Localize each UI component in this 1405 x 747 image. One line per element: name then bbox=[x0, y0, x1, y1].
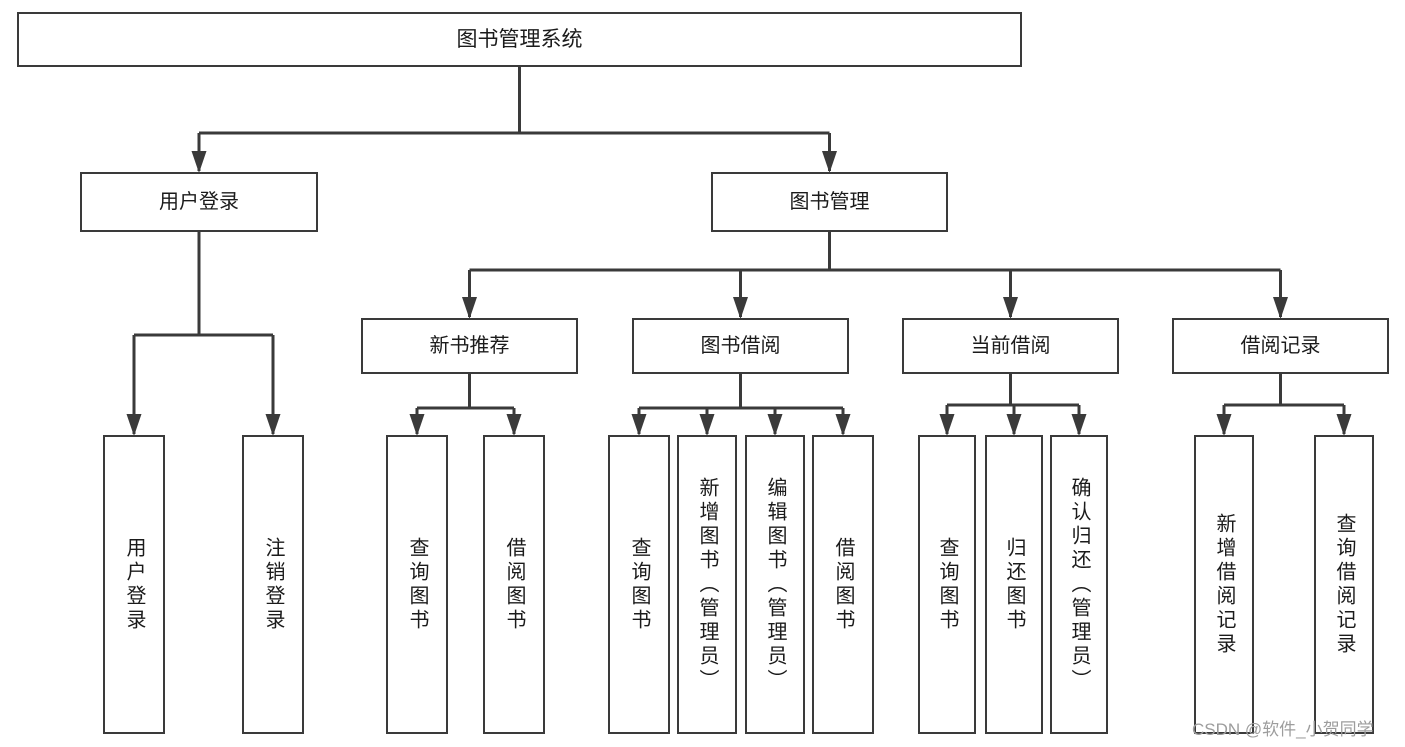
node-b1[interactable]: 查询图书 bbox=[608, 435, 670, 734]
node-newbook[interactable]: 新书推荐 bbox=[361, 318, 578, 374]
node-label-c1: 查询图书 bbox=[936, 536, 958, 633]
node-root[interactable]: 图书管理系统 bbox=[17, 12, 1022, 67]
node-records[interactable]: 借阅记录 bbox=[1172, 318, 1389, 374]
node-label-b3: 编辑图书（管理员） bbox=[764, 476, 786, 693]
node-label-records: 借阅记录 bbox=[1240, 334, 1321, 357]
node-label-c2: 归还图书 bbox=[1003, 536, 1025, 633]
node-c1[interactable]: 查询图书 bbox=[918, 435, 976, 734]
node-label-b2: 新增图书（管理员） bbox=[696, 476, 718, 693]
arrowhead-icon bbox=[126, 414, 142, 436]
node-label-current: 当前借阅 bbox=[970, 334, 1051, 357]
arrowhead-icon bbox=[409, 414, 425, 436]
arrowhead-icon bbox=[822, 151, 837, 173]
arrowhead-icon bbox=[1006, 414, 1022, 436]
node-n1[interactable]: 查询图书 bbox=[386, 435, 448, 734]
node-label-c3: 确认归还（管理员） bbox=[1068, 476, 1090, 693]
node-c2[interactable]: 归还图书 bbox=[985, 435, 1043, 734]
node-login[interactable]: 用户登录 bbox=[80, 172, 318, 232]
node-r2[interactable]: 查询借阅记录 bbox=[1314, 435, 1374, 734]
arrowhead-icon bbox=[939, 414, 955, 436]
arrowhead-icon bbox=[835, 414, 851, 436]
arrowhead-icon bbox=[767, 414, 783, 436]
node-l2[interactable]: 注销登录 bbox=[242, 435, 304, 734]
node-current[interactable]: 当前借阅 bbox=[902, 318, 1119, 374]
node-label-r2: 查询借阅记录 bbox=[1333, 512, 1355, 657]
arrowhead-icon bbox=[1336, 414, 1352, 436]
arrowhead-icon bbox=[1003, 297, 1018, 319]
arrowhead-icon bbox=[1071, 414, 1087, 436]
arrowhead-icon bbox=[506, 414, 522, 436]
node-b4[interactable]: 借阅图书 bbox=[812, 435, 874, 734]
node-label-bookmgmt: 图书管理 bbox=[789, 190, 870, 213]
node-label-n2: 借阅图书 bbox=[503, 536, 525, 633]
arrowhead-icon bbox=[265, 414, 281, 436]
node-l1[interactable]: 用户登录 bbox=[103, 435, 165, 734]
node-b2[interactable]: 新增图书（管理员） bbox=[677, 435, 737, 734]
node-borrow[interactable]: 图书借阅 bbox=[632, 318, 849, 374]
node-label-root: 图书管理系统 bbox=[456, 27, 583, 51]
node-label-borrow: 图书借阅 bbox=[700, 334, 781, 357]
node-c3[interactable]: 确认归还（管理员） bbox=[1050, 435, 1108, 734]
watermark-label: CSDN @软件_小贺同学 bbox=[1192, 720, 1374, 739]
node-b3[interactable]: 编辑图书（管理员） bbox=[745, 435, 805, 734]
arrowhead-icon bbox=[631, 414, 647, 436]
node-label-l2: 注销登录 bbox=[262, 536, 284, 633]
node-label-newbook: 新书推荐 bbox=[429, 334, 510, 357]
node-label-l1: 用户登录 bbox=[123, 536, 145, 633]
node-n2[interactable]: 借阅图书 bbox=[483, 435, 545, 734]
node-label-n1: 查询图书 bbox=[406, 536, 428, 633]
arrowhead-icon bbox=[462, 297, 477, 319]
arrowhead-icon bbox=[1216, 414, 1232, 436]
arrowhead-icon bbox=[191, 151, 207, 173]
arrowhead-icon bbox=[733, 297, 748, 319]
node-label-login: 用户登录 bbox=[159, 190, 239, 213]
node-label-b4: 借阅图书 bbox=[832, 536, 854, 633]
node-bookmgmt[interactable]: 图书管理 bbox=[711, 172, 948, 232]
arrowhead-icon bbox=[1273, 297, 1288, 319]
arrowhead-icon bbox=[699, 414, 715, 436]
node-label-b1: 查询图书 bbox=[628, 536, 650, 633]
node-label-r1: 新增借阅记录 bbox=[1213, 512, 1235, 657]
node-r1[interactable]: 新增借阅记录 bbox=[1194, 435, 1254, 734]
